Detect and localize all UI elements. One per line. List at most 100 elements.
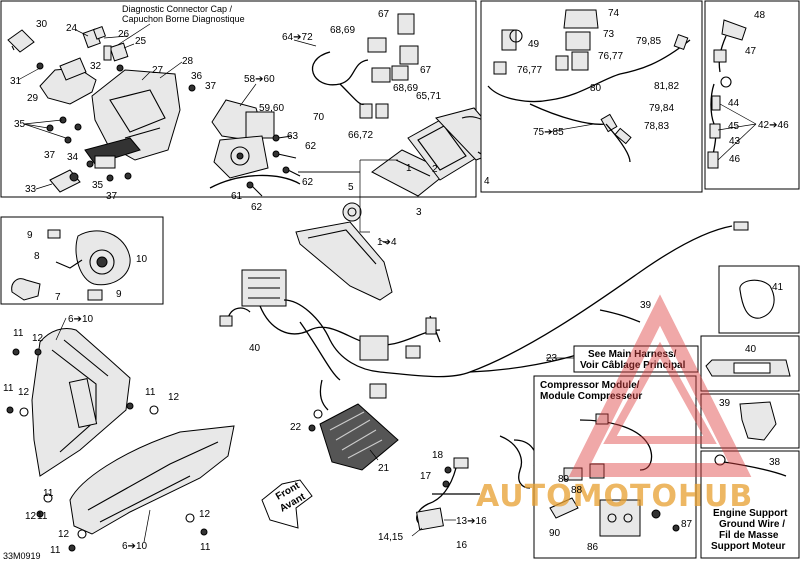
figure-code: 33M0919 — [3, 551, 41, 561]
callout: 76,77 — [517, 65, 542, 76]
callout: 22 — [290, 422, 302, 433]
callout: 80 — [590, 83, 602, 94]
callout: 62 — [302, 177, 314, 188]
part-41-frame — [718, 265, 800, 334]
callout: 46 — [729, 154, 741, 165]
callout: 4 — [484, 176, 490, 187]
callout: 11 — [200, 542, 211, 553]
screw-group-left — [6, 348, 208, 552]
callout: 64➔72 — [282, 32, 313, 43]
engine-support-label-2: Ground Wire / — [719, 519, 785, 530]
callout: 33 — [25, 184, 37, 195]
callout: 16 — [456, 540, 468, 551]
compressor-module-label-1: Compressor Module/ — [540, 380, 640, 391]
engine-support-label-4: Support Moteur — [711, 541, 786, 552]
callout: 37 — [205, 81, 217, 92]
callout: 2 — [432, 164, 438, 175]
sensor-wire-13-16 — [416, 435, 537, 531]
callout: 70 — [313, 112, 325, 123]
callout: 24 — [66, 23, 78, 34]
bolt-group — [36, 62, 196, 182]
callout: 11 — [3, 383, 14, 394]
top-right-frame — [704, 0, 800, 190]
callout: 43 — [729, 136, 741, 147]
clip-part-39 — [739, 401, 777, 441]
diagnostic-cap-label-1: Diagnostic Connector Cap / — [122, 4, 233, 14]
callout: 44 — [728, 98, 740, 109]
callout: 38 — [769, 457, 781, 468]
bracket-part-28 — [91, 69, 181, 161]
callout: 1 — [406, 163, 412, 174]
callout: 75➔85 — [533, 127, 564, 138]
callout: 5 — [348, 182, 354, 193]
see-main-harness-box — [573, 345, 699, 373]
callout: 41 — [772, 282, 784, 293]
leader-lines — [17, 29, 757, 543]
callout: 88 — [571, 485, 583, 496]
watermark-logo — [568, 294, 752, 477]
callout: 79,84 — [649, 103, 674, 114]
callout: 11 — [37, 511, 48, 522]
main-harness — [219, 221, 749, 411]
callout: 66,72 — [348, 130, 373, 141]
compressor-parts — [549, 413, 680, 537]
callout: 62 — [251, 202, 263, 213]
callout: 11 — [43, 488, 54, 499]
callout: 62 — [305, 141, 317, 152]
callout: 58➔60 — [244, 74, 275, 85]
clip-part-32 — [59, 57, 87, 81]
callout: 25 — [135, 36, 147, 47]
callout: 37 — [44, 150, 56, 161]
steering-motor — [211, 99, 275, 179]
see-main-harness-label-1: See Main Harness/ — [588, 349, 677, 360]
watermark-text: AUTOMOTOHUB — [476, 479, 753, 514]
callout: 89 — [558, 474, 570, 485]
callout: 47 — [745, 46, 757, 57]
callout: 1➔4 — [377, 237, 397, 248]
callout: 39 — [719, 398, 731, 409]
callout: 86 — [587, 542, 599, 553]
see-main-harness-label-2: Voir Câblage Principal — [580, 360, 686, 371]
callout: 78,83 — [644, 121, 669, 132]
callout: 12 — [25, 511, 37, 522]
callout: 63 — [287, 131, 299, 142]
callout: 27 — [152, 65, 164, 76]
callout: 37 — [106, 191, 118, 202]
callout: 67 — [378, 9, 390, 20]
callout: 7 — [55, 292, 61, 303]
callout: 36 — [191, 71, 203, 82]
callout: 12 — [168, 392, 180, 403]
callout: 11 — [145, 387, 156, 398]
callout: 87 — [681, 519, 693, 530]
callout: 21 — [378, 463, 390, 474]
callout: 14,15 — [378, 532, 403, 543]
callout: 8 — [34, 251, 40, 262]
callout: 59,60 — [259, 103, 284, 114]
callout: 3 — [416, 207, 422, 218]
callout: 68,69 — [393, 83, 418, 94]
callout: 6➔10 — [68, 314, 94, 325]
engine-support-frame — [700, 450, 800, 559]
callout: 73 — [603, 29, 615, 40]
switch-parts — [487, 9, 691, 163]
sensor-harness — [707, 19, 747, 169]
left-headlamp-housing — [31, 328, 131, 477]
callout: 35 — [92, 180, 104, 191]
callout: 40 — [745, 344, 757, 355]
callout: 12 — [199, 509, 211, 520]
callout: 29 — [27, 93, 39, 104]
callout: 11 — [13, 328, 24, 339]
callout: 17 — [420, 471, 432, 482]
callout: 30 — [36, 19, 48, 30]
callout: 42➔46 — [758, 120, 789, 131]
callout: 13➔16 — [456, 516, 487, 527]
callout: 61 — [231, 191, 243, 202]
callout: 28 — [182, 56, 194, 67]
callout: 12 — [58, 529, 70, 540]
callout: 90 — [549, 528, 561, 539]
callout: 18 — [432, 450, 444, 461]
bracket-part-29 — [39, 67, 97, 105]
callout: 65,71 — [416, 91, 441, 102]
callout: 12 — [18, 387, 30, 398]
